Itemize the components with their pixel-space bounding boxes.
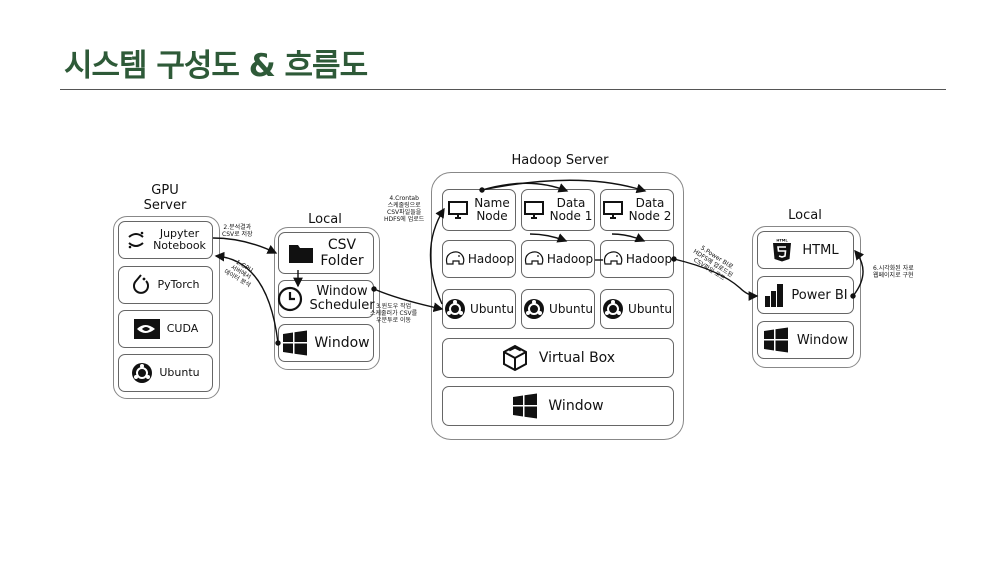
annotation-step-6: 6.시각화된 자료 웹페이지로 구현 — [873, 265, 914, 279]
monitor-icon — [602, 201, 623, 219]
hadoop-box-1: Hadoop — [442, 240, 516, 278]
arrow-jupyter-to-csv — [212, 237, 278, 254]
windows-icon — [763, 327, 788, 353]
ubuntu-icon — [445, 299, 466, 319]
gpu-server-title: GPU Server — [143, 183, 187, 213]
hadoop-ubuntu-label-2: Ubuntu — [549, 301, 593, 316]
pytorch-box: PyTorch — [118, 266, 213, 304]
html5-icon: HTML — [772, 238, 793, 262]
title-divider — [60, 89, 946, 90]
hadoop-elephant-icon — [524, 251, 544, 265]
hadoop-window-label: Window — [548, 398, 604, 414]
hadoop-ubuntu-box-2: Ubuntu — [521, 289, 595, 329]
virtualbox-icon — [502, 344, 527, 372]
monitor-icon — [448, 201, 469, 219]
hadoop-label-3: Hadoop — [625, 251, 673, 266]
annotation-step-3: 3.윈도우 작업 스케줄러가 CSV를 우분투로 이동 — [370, 303, 418, 324]
svg-text:HTML: HTML — [777, 239, 789, 243]
windows-icon — [513, 393, 538, 419]
local-left-title: Local — [308, 212, 342, 227]
annotation-step-5: 5.Power BI로 HDFS에 업로드된 CSV파일 로드 — [691, 244, 735, 283]
annotation-step-4: 4.Crontab 스케줄링으로 CSV파일들을 HDFS에 업로드 — [384, 195, 425, 223]
annotation-step-2: 2.분석결과 CSV로 저장 — [222, 224, 253, 238]
name-node-label: Name Node — [474, 196, 510, 223]
clock-icon — [278, 286, 303, 312]
monitor-icon — [523, 201, 544, 219]
hadoop-server-title: Hadoop Server — [511, 153, 609, 168]
csv-folder-label: CSV Folder — [320, 237, 364, 269]
folder-icon — [289, 245, 314, 263]
html-box: HTML HTML — [757, 231, 854, 269]
data-node-1-label: Data Node 1 — [549, 196, 593, 223]
hadoop-label-2: Hadoop — [546, 251, 594, 266]
hadoop-ubuntu-label-3: Ubuntu — [628, 301, 672, 316]
hadoop-box-2: Hadoop — [521, 240, 595, 278]
ubuntu-icon — [524, 299, 545, 319]
data-node-1-box: Data Node 1 — [521, 189, 595, 231]
hadoop-ubuntu-box-3: Ubuntu — [600, 289, 674, 329]
csv-folder-box: CSV Folder — [278, 232, 374, 274]
hadoop-ubuntu-box-1: Ubuntu — [442, 289, 516, 329]
hadoop-ubuntu-label-1: Ubuntu — [470, 301, 514, 316]
data-node-2-box: Data Node 2 — [600, 189, 674, 231]
virtualbox-box: Virtual Box — [442, 338, 674, 378]
name-node-box: Name Node — [442, 189, 516, 231]
nvidia-icon — [133, 319, 160, 339]
cuda-box: CUDA — [118, 310, 213, 348]
page-title: 시스템 구성도 & 흐름도 — [64, 48, 368, 84]
window-scheduler-label: Window Scheduler — [309, 284, 375, 313]
local-left-window-label: Window — [314, 335, 370, 351]
hadoop-elephant-icon — [445, 251, 465, 265]
local-right-window-box: Window — [757, 321, 854, 359]
window-scheduler-box: Window Scheduler — [278, 280, 375, 318]
hadoop-box-3: Hadoop — [600, 240, 674, 278]
power-bi-icon — [765, 284, 784, 307]
jupyter-notebook-box: Jupyter Notebook — [118, 221, 213, 259]
jupyter-icon — [128, 231, 144, 249]
html-label: HTML — [802, 242, 839, 258]
ubuntu-icon — [132, 363, 153, 383]
data-node-2-label: Data Node 2 — [628, 196, 672, 223]
gpu-ubuntu-box: Ubuntu — [118, 354, 213, 392]
hadoop-elephant-icon — [603, 251, 623, 265]
local-right-title: Local — [788, 208, 822, 223]
gpu-ubuntu-label: Ubuntu — [159, 366, 200, 379]
pytorch-icon — [133, 274, 150, 294]
cuda-label: CUDA — [166, 322, 199, 335]
local-left-window-box: Window — [278, 324, 374, 362]
power-bi-box: Power BI — [757, 276, 854, 314]
pytorch-label: PyTorch — [157, 278, 200, 291]
ubuntu-icon — [603, 299, 624, 319]
hadoop-window-box: Window — [442, 386, 674, 426]
windows-icon — [283, 330, 308, 356]
annotation-step-1: 1.GPU 서버에서 데이터 분석 — [222, 258, 254, 289]
hadoop-label-1: Hadoop — [467, 251, 515, 266]
virtualbox-label: Virtual Box — [538, 350, 616, 366]
local-right-window-label: Window — [796, 332, 849, 348]
power-bi-label: Power BI — [791, 287, 848, 303]
jupyter-label: Jupyter Notebook — [153, 227, 206, 252]
